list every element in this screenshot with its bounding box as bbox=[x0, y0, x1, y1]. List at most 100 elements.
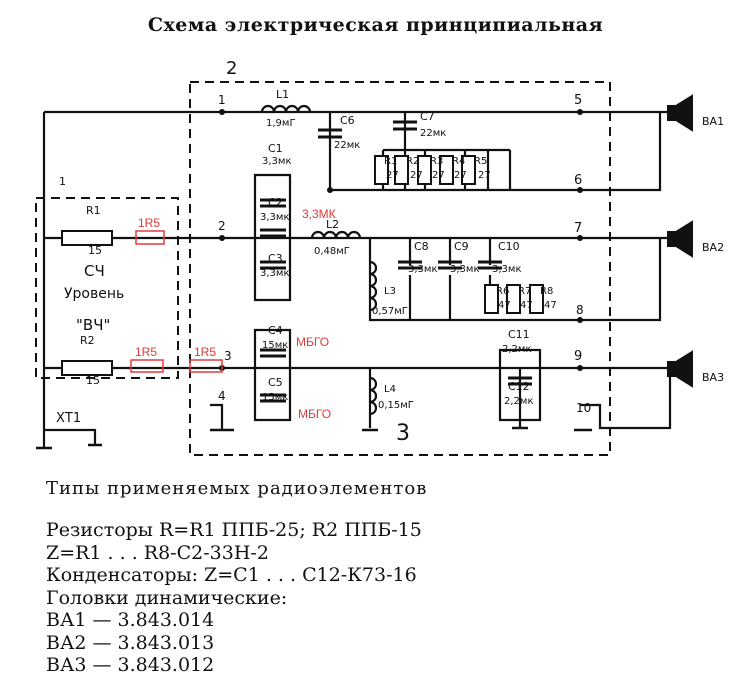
mod-label-1r5-a: 1R5 bbox=[138, 216, 160, 230]
block-number-1: 1 bbox=[59, 175, 66, 188]
r6-value: 47 bbox=[498, 300, 511, 311]
c8-name: C8 bbox=[414, 240, 429, 253]
notes-line-ba2: ВА2 — 3.843.013 bbox=[46, 631, 215, 654]
c7-value: 22мк bbox=[420, 128, 446, 139]
ground-symbols bbox=[36, 426, 592, 450]
speaker-ba1-label: ВА1 bbox=[702, 115, 724, 128]
mod-label-1r5-c: 1R5 bbox=[194, 345, 216, 359]
c6-name: C6 bbox=[340, 114, 355, 127]
r4-value: 27 bbox=[454, 170, 467, 181]
r1-value: 27 bbox=[386, 170, 399, 181]
node-label-2: 2 bbox=[218, 219, 226, 233]
parts-notes: Типы применяемых радиоэлементов Резистор… bbox=[46, 478, 427, 677]
r5-value: 27 bbox=[478, 170, 491, 181]
inductors bbox=[260, 104, 378, 416]
c9-value: 3,3мк bbox=[450, 264, 480, 275]
resistors bbox=[61, 155, 544, 376]
c2-value: 3,3мк bbox=[260, 212, 290, 223]
c12-name: C12 bbox=[508, 380, 530, 393]
notes-line-ba1: ВА1 — 3.843.014 bbox=[46, 609, 215, 631]
notes-line-speakers-heading: Головки динамические: bbox=[46, 586, 288, 609]
node-label-1: 1 bbox=[218, 93, 226, 107]
pot-r1-value: 15 bbox=[88, 244, 102, 257]
c5-value: 15мк bbox=[262, 392, 288, 403]
node-label-6: 6 bbox=[574, 173, 582, 188]
sch-label: СЧ bbox=[84, 262, 105, 280]
c4-name: C4 bbox=[268, 324, 283, 337]
level-label: Уровень bbox=[64, 286, 124, 302]
junction-dots bbox=[219, 109, 583, 371]
l4-name: L4 bbox=[384, 384, 396, 395]
c8-value: 3,3мк bbox=[408, 264, 438, 275]
l3-value: 0,57мГ bbox=[372, 306, 408, 317]
l1-value: 1,9мГ bbox=[266, 118, 296, 129]
node-label-9: 9 bbox=[574, 349, 582, 364]
mod-label-mbgo-b: МБГО bbox=[298, 407, 331, 421]
r6-name: R6 bbox=[496, 286, 509, 297]
r8-name: R8 bbox=[540, 286, 553, 297]
r2-name: R2 bbox=[406, 156, 419, 167]
speaker-ba2-icon bbox=[667, 220, 693, 258]
notes-line-resistors: Резисторы R=R1 ППБ-25; R2 ППБ-15 bbox=[46, 519, 422, 541]
node-label-4: 4 bbox=[218, 389, 226, 403]
node-label-7: 7 bbox=[574, 221, 582, 236]
speakers bbox=[667, 94, 693, 388]
c9-name: C9 bbox=[454, 240, 469, 253]
notes-heading: Типы применяемых радиоэлементов bbox=[46, 478, 428, 499]
mod-resistor-1 bbox=[135, 230, 165, 245]
pot-r1-name: R1 bbox=[86, 204, 101, 217]
c2-name: C2 bbox=[268, 196, 283, 209]
block-number-3: 3 bbox=[396, 421, 410, 446]
page-title: Схема электрическая принципиальная bbox=[147, 14, 604, 36]
speaker-ba1-icon bbox=[667, 94, 693, 132]
r5-name: R5 bbox=[474, 156, 487, 167]
node-label-3: 3 bbox=[224, 349, 232, 363]
c12-value: 2,2мк bbox=[504, 396, 534, 407]
capacitor-plates bbox=[260, 120, 532, 403]
mod-resistor-3 bbox=[189, 359, 223, 373]
r7-name: R7 bbox=[518, 286, 531, 297]
mod-label-1r5-b: 1R5 bbox=[135, 345, 157, 359]
node-label-10: 10 bbox=[576, 401, 591, 415]
r2-value: 27 bbox=[410, 170, 423, 181]
connector-label: ХТ1 bbox=[56, 411, 81, 426]
notes-line-ba3: ВА3 — 3.843.012 bbox=[46, 654, 215, 676]
pot-r2-name: R2 bbox=[80, 334, 95, 347]
notes-line-resistor-types: Z=R1 . . . R8-С2-33Н-2 bbox=[46, 541, 269, 564]
speaker-ba3-label: ВА3 bbox=[702, 371, 724, 384]
mod-label-mbgo-a: МБГО bbox=[296, 335, 329, 349]
r3-value: 27 bbox=[432, 170, 445, 181]
l2-value: 0,48мГ bbox=[314, 246, 350, 257]
c5-name: C5 bbox=[268, 376, 283, 389]
l3-name: L3 bbox=[384, 286, 396, 297]
node-label-5: 5 bbox=[574, 93, 582, 108]
c10-value: 3,3мк bbox=[492, 264, 522, 275]
speaker-ba2-label: ВА2 bbox=[702, 241, 724, 254]
l1-name: L1 bbox=[276, 88, 289, 101]
c3-value: 3,3мк bbox=[260, 268, 290, 279]
c11-value: 2,2мк bbox=[502, 344, 532, 355]
l2-name: L2 bbox=[326, 218, 339, 231]
mod-label-33mk: 3,3МК bbox=[302, 207, 336, 221]
c4-value: 15мк bbox=[262, 340, 288, 351]
pot-r2-value: 15 bbox=[86, 374, 100, 387]
r7-value: 47 bbox=[520, 300, 533, 311]
block-number-2: 2 bbox=[226, 58, 237, 79]
dashed-blocks bbox=[35, 81, 611, 456]
r8-value: 47 bbox=[544, 300, 557, 311]
r1-name: R1 bbox=[384, 156, 397, 167]
r4-name: R4 bbox=[452, 156, 465, 167]
wires bbox=[42, 110, 672, 448]
node-label-8: 8 bbox=[576, 303, 584, 317]
mod-resistor-2 bbox=[130, 359, 164, 373]
c11-name: C11 bbox=[508, 328, 530, 341]
c10-name: C10 bbox=[498, 240, 520, 253]
vch-label: "ВЧ" bbox=[76, 316, 110, 334]
c7-name: C7 bbox=[420, 110, 435, 123]
c3-name: C3 bbox=[268, 252, 283, 265]
r3-name: R3 bbox=[430, 156, 443, 167]
speaker-ba3-icon bbox=[667, 350, 693, 388]
l4-value: 0,15мГ bbox=[378, 400, 414, 411]
